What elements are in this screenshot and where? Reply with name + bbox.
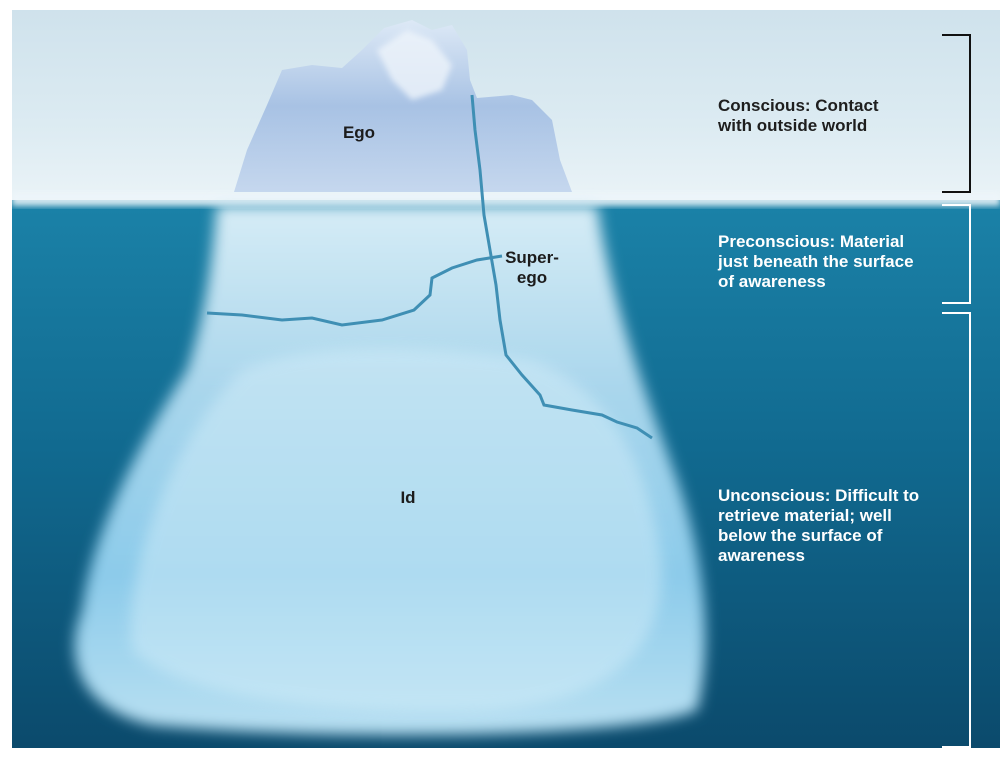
- iceberg-glow: [130, 348, 662, 711]
- preconscious-label: Preconscious: Material just beneath the …: [718, 232, 968, 292]
- conscious-line1: Conscious: Contact: [718, 96, 879, 115]
- iceberg-tip-highlight: [377, 30, 452, 100]
- unconscious-bracket: [942, 312, 971, 748]
- conscious-line2: with outside world: [718, 116, 868, 135]
- unconscious-label: Unconscious: Difficult to retrieve mater…: [718, 486, 968, 566]
- preconscious-bracket: [942, 204, 971, 304]
- unconscious-line4: awareness: [718, 546, 805, 565]
- superego-label: Super- ego: [497, 248, 567, 288]
- iceberg-illustration: [12, 10, 1000, 748]
- water-surface-highlight: [12, 192, 1000, 206]
- id-text: Id: [400, 488, 416, 507]
- unconscious-line2: retrieve material; well: [718, 506, 892, 525]
- unconscious-line1: Unconscious: Difficult to: [718, 486, 920, 505]
- preconscious-line2: just beneath the surface: [718, 252, 914, 271]
- conscious-bracket: [942, 34, 971, 193]
- iceberg-tip: [234, 20, 572, 192]
- preconscious-line3: of awareness: [718, 272, 826, 291]
- id-label: Id: [388, 488, 428, 508]
- ego-label: Ego: [329, 123, 389, 143]
- iceberg-diagram: Ego Super- ego Id Conscious: Contact wit…: [12, 10, 1000, 748]
- crack-horizontal: [206, 254, 503, 327]
- superego-text-line2: ego: [516, 268, 548, 287]
- preconscious-line1: Preconscious: Material: [718, 232, 905, 251]
- superego-text-line1: Super-: [505, 248, 559, 267]
- crack-vertical: [470, 94, 653, 440]
- conscious-label: Conscious: Contact with outside world: [718, 96, 968, 136]
- ego-text: Ego: [342, 123, 376, 142]
- unconscious-line3: below the surface of: [718, 526, 883, 545]
